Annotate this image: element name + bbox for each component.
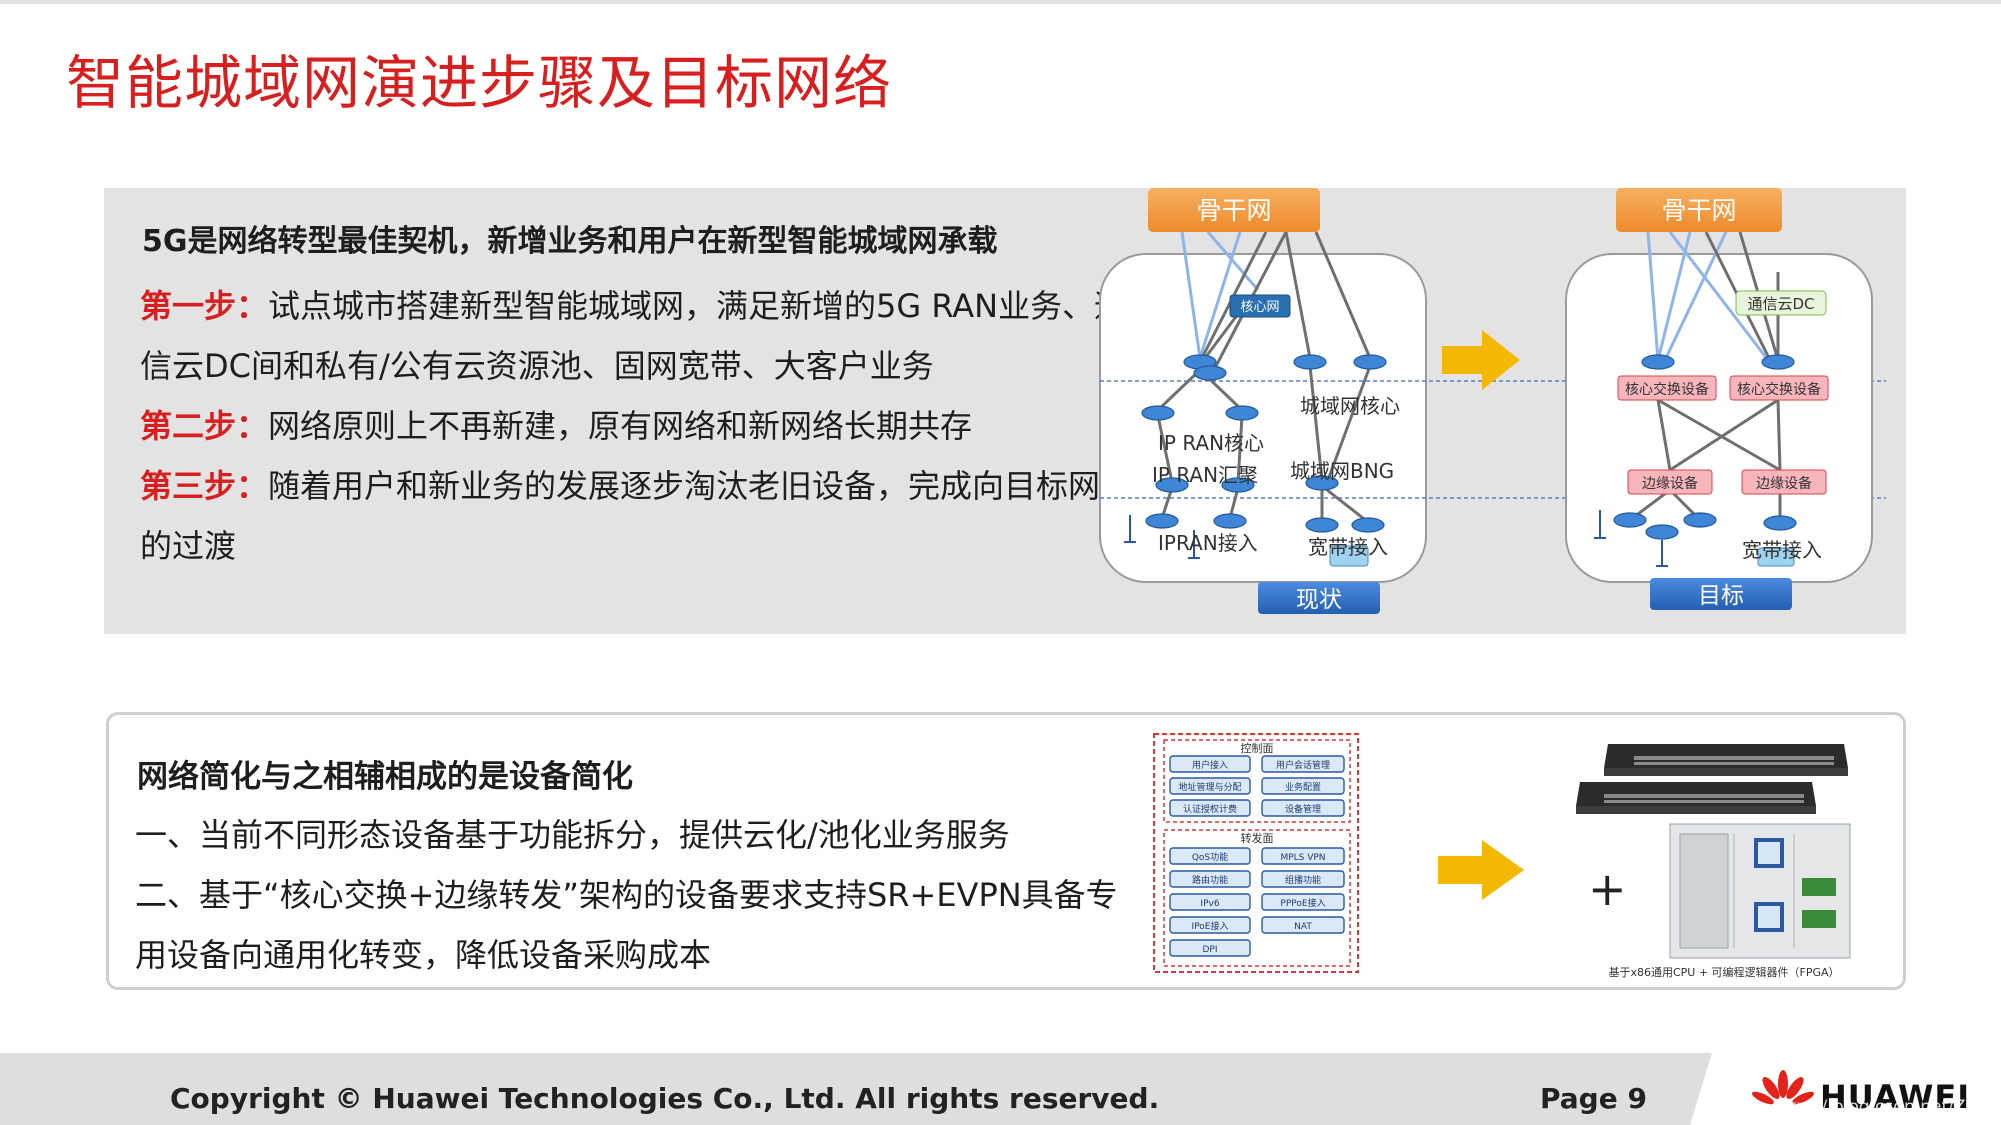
server-switch-icon	[1576, 744, 1848, 814]
step-3-label: 第三步：	[140, 467, 269, 505]
simplification-arrow-icon	[1438, 840, 1524, 900]
target-caption-box	[1650, 578, 1792, 610]
blog-watermark: https://blog.csdn.net/Z_1671120	[1772, 1097, 2001, 1117]
edge-2-label: 边缘设备	[1756, 475, 1812, 492]
current-backbone-box	[1148, 188, 1320, 232]
edge-1-label: 边缘设备	[1642, 475, 1698, 492]
huawei-wordmark: HUAWEI	[1820, 1078, 1971, 1116]
edge-2-box	[1741, 469, 1827, 495]
footer-bar	[0, 1053, 2001, 1125]
x86-server-board-icon	[1669, 823, 1851, 959]
step-1-text: 试点城市搭建新型智能城域网，满足新增的5G RAN业务、通信云DC间和私有/公有…	[140, 287, 1127, 385]
ipran-agg-label: IP RAN汇聚	[1152, 463, 1258, 487]
footer-logo-area	[1690, 1053, 2001, 1125]
telecom-dc-box	[1735, 290, 1827, 316]
simplification-line-1: 一、当前不同形态设备基于功能拆分，提供云化/池化业务服务	[135, 816, 1010, 854]
core-net-box	[1229, 294, 1291, 318]
target-backbone-label: 骨干网	[1661, 196, 1736, 225]
step-2-text: 网络原则上不再新建，原有网络和新网络长期共存	[268, 407, 973, 445]
current-caption-box	[1258, 582, 1380, 614]
step-3: 第三步：随着用户和新业务的发展逐步淘汰老旧设备，完成向目标网络的过渡	[140, 456, 1140, 576]
telecom-dc-label: 通信云DC	[1747, 295, 1814, 313]
hardware-caption: 基于x86通用CPU + 可编程逻辑器件（FPGA）	[1608, 965, 1839, 979]
plus-sign: +	[1588, 862, 1627, 916]
core-switch-2-label: 核心交换设备	[1737, 381, 1821, 398]
page-number: Page 9	[1540, 1082, 1647, 1115]
ipran-access-label: IPRAN接入	[1158, 531, 1258, 555]
forwarding-item-1: QoS功能	[1192, 851, 1228, 863]
forwarding-item-2: MPLS VPN	[1280, 853, 1325, 863]
simplification-line-2: 二、基于“核心交换+边缘转发”架构的设备要求支持SR+EVPN具备专用设备向通用…	[135, 876, 1118, 974]
core-switch-2-box	[1729, 375, 1829, 401]
current-network: 骨干网 核心网 IP RAN核心 城域网核心 IP RAN汇聚 城域网BNG I…	[1099, 188, 1886, 614]
forwarding-plane-label: 转发面	[1241, 831, 1274, 845]
top-rule	[0, 0, 2001, 4]
step-2-label: 第二步：	[140, 407, 269, 445]
core-net-label: 核心网	[1240, 300, 1279, 315]
broadband-access-label: 宽带接入	[1308, 535, 1388, 559]
simplification-panel: 网络简化与之相辅相成的是设备简化 一、当前不同形态设备基于功能拆分，提供云化/池…	[106, 712, 1906, 990]
core-switch-1-label: 核心交换设备	[1625, 381, 1709, 398]
step-1: 第一步：试点城市搭建新型智能城域网，满足新增的5G RAN业务、通信云DC间和私…	[140, 276, 1140, 396]
forwarding-item-9: DPI	[1202, 945, 1217, 955]
control-item-4: 业务配置	[1285, 781, 1321, 793]
control-item-3: 地址管理与分配	[1178, 781, 1241, 793]
forwarding-item-5: IPv6	[1200, 899, 1219, 909]
copyright-text: Copyright © Huawei Technologies Co., Ltd…	[170, 1082, 1160, 1115]
function-split-figure: 控制面 用户接入 用户会话管理 地址管理与分配 业务配置 认证授权计费 设备管理…	[1153, 733, 1359, 973]
evolution-heading: 5G是网络转型最佳契机，新增业务和用户在新型智能城域网承载	[142, 224, 998, 259]
step-2: 第二步：网络原则上不再新建，原有网络和新网络长期共存	[140, 396, 1140, 456]
current-backbone-label: 骨干网	[1196, 196, 1271, 225]
forwarding-item-4: 组播功能	[1285, 874, 1321, 886]
target-network: 骨干网 通信云DC 核心交换设备 核心交换设备 边缘设备 边缘设备 宽带接入 目…	[1565, 188, 1873, 610]
metro-bng-label: 城域网BNG	[1290, 459, 1394, 483]
control-item-1: 用户接入	[1192, 759, 1228, 771]
edge-1-box	[1627, 469, 1713, 495]
page-title: 智能城域网演进步骤及目标网络	[66, 49, 893, 117]
simplification-heading: 网络简化与之相辅相成的是设备简化	[137, 759, 633, 795]
target-broadband-label: 宽带接入	[1742, 538, 1822, 562]
simplification-text: 一、当前不同形态设备基于功能拆分，提供云化/池化业务服务 二、基于“核心交换+边…	[135, 805, 1135, 985]
forwarding-item-6: PPPoE接入	[1280, 897, 1325, 909]
step-3-text: 随着用户和新业务的发展逐步淘汰老旧设备，完成向目标网络的过渡	[140, 467, 1133, 565]
target-caption: 目标	[1698, 583, 1744, 609]
network-diagram: 骨干网 核心网 IP RAN核心 城域网核心 IP RAN汇聚 城域网BNG I…	[1099, 188, 1886, 614]
forwarding-item-7: IPoE接入	[1192, 920, 1229, 932]
metro-core-label: 城域网核心	[1300, 394, 1400, 418]
current-caption: 现状	[1296, 587, 1342, 613]
control-item-2: 用户会话管理	[1276, 759, 1330, 771]
step-1-label: 第一步：	[140, 287, 269, 325]
hardware-figure: 基于x86通用CPU + 可编程逻辑器件（FPGA）	[1576, 744, 1851, 979]
huawei-logo-icon	[1751, 1070, 1815, 1105]
control-plane-label: 控制面	[1241, 741, 1274, 755]
control-item-5: 认证授权计费	[1183, 803, 1237, 815]
evolution-arrow-icon	[1442, 330, 1520, 390]
forwarding-item-8: NAT	[1294, 922, 1312, 932]
evolution-steps: 第一步：试点城市搭建新型智能城域网，满足新增的5G RAN业务、通信云DC间和私…	[140, 276, 1140, 576]
core-switch-1-box	[1617, 375, 1717, 401]
control-item-6: 设备管理	[1285, 803, 1321, 815]
ipran-core-label: IP RAN核心	[1158, 431, 1264, 455]
forwarding-item-3: 路由功能	[1192, 874, 1228, 886]
target-backbone-box	[1616, 188, 1782, 232]
